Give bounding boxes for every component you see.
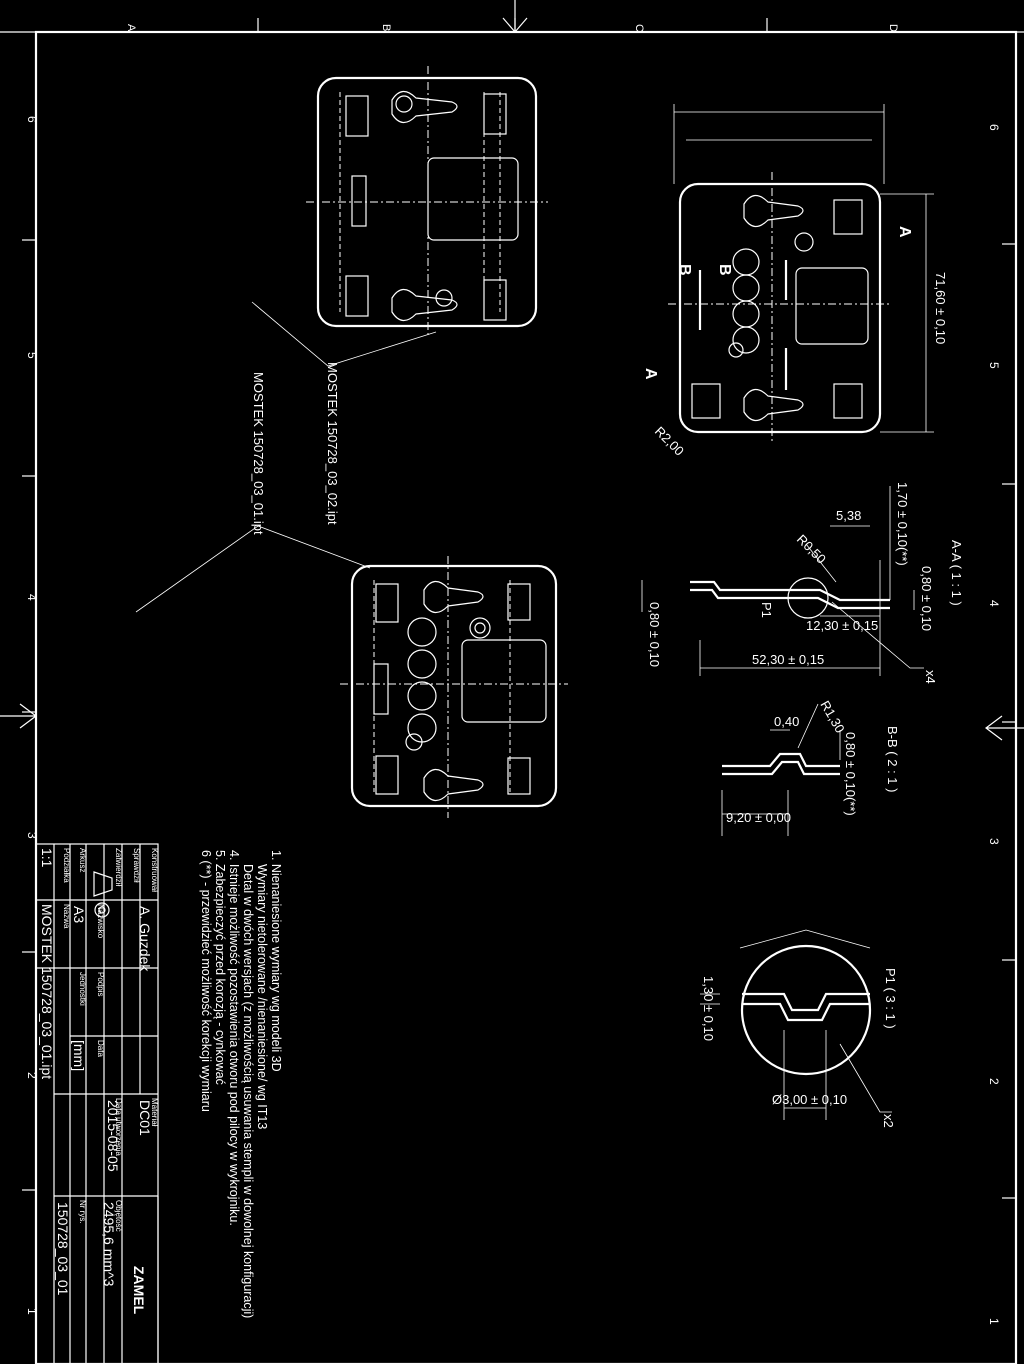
main-dimensioned-view xyxy=(668,104,934,444)
part-view-mostek-02 xyxy=(306,66,548,338)
dim-count-x4: x4 xyxy=(923,670,938,684)
zone-num-right-3: 3 xyxy=(987,838,1001,845)
dim-thickness-side: 0,80 ± 0,10 xyxy=(647,602,662,667)
cut-marker-a-top: A xyxy=(896,226,913,238)
dim-thickness-aa: 0,80 ± 0,10 xyxy=(919,566,934,631)
cut-marker-a-bottom: A xyxy=(642,368,659,380)
title-block xyxy=(35,843,159,1364)
tb-label-material: Materiał xyxy=(150,1098,159,1127)
tb-units: [mm] xyxy=(71,1040,87,1071)
tb-label-data-utworzenia: Data utworzenia xyxy=(114,1098,123,1156)
zone-num-left-3: 3 xyxy=(25,832,39,839)
tb-label-zatwierdzil: Zatwierdził xyxy=(114,848,123,886)
tb-label-podpis: Podpis xyxy=(96,972,105,996)
dim-bb-thickness: 0,80 ± 0,10(**) xyxy=(843,732,858,816)
tb-sheet-size: A3 xyxy=(71,906,87,923)
dim-p1-diameter: Ø3,00 ± 0,10 xyxy=(772,1092,847,1107)
tb-part-name: MOSTEK 150728_03_01.ipt xyxy=(39,904,55,1079)
section-bb-view xyxy=(721,703,841,836)
zone-num-left-1: 1 xyxy=(25,1308,39,1315)
tb-drawing-number: 150728_03_01 xyxy=(55,1202,71,1296)
dim-dist-1230: 12,30 ± 0,15 xyxy=(806,618,878,633)
tb-label-objetosc: Objętość xyxy=(114,1200,123,1232)
dim-small-538: 5,38 xyxy=(836,508,861,523)
center-mark-top xyxy=(502,0,528,33)
tb-label-data: Data xyxy=(96,1040,105,1057)
label-mostek-01: MOSTEK 150728_03_01.ipt xyxy=(251,372,266,535)
tb-label-nr-rys: Nr rys. xyxy=(78,1200,87,1224)
center-mark-right xyxy=(985,715,1024,741)
zone-num-left-6: 6 xyxy=(25,116,39,123)
zone-letter-d: D xyxy=(887,24,899,32)
view-title-section-aa: A-A ( 1 : 1 ) xyxy=(949,540,964,606)
tb-label-nazwisko: Nazwisko xyxy=(96,904,105,939)
note-5: 5. Zabezpieczyć przed korozją - cynkować xyxy=(213,850,227,1085)
note-6: 6 (**) - przewidzieć możliwość korekcji … xyxy=(199,850,213,1112)
part-leaders xyxy=(135,301,437,613)
note-4: 4. Istnieje możliwość pozostawienia otwo… xyxy=(227,850,241,1226)
zone-num-right-1: 1 xyxy=(987,1318,1001,1325)
dim-width: 71,60 ± 0,10 xyxy=(933,272,948,344)
dim-p1-130: 1,30 ± 0,10 xyxy=(701,976,716,1041)
zone-num-right-6: 6 xyxy=(987,124,1001,131)
note-2: Wymiary nietolerowane /nienaniesione/ wg… xyxy=(255,864,269,1129)
section-aa-view xyxy=(641,486,924,676)
cut-marker-b-right: B xyxy=(716,264,733,276)
part-view-mostek-01 xyxy=(340,556,568,818)
zone-num-right-4: 4 xyxy=(987,600,1001,607)
detail-marker-p1: P1 xyxy=(759,602,774,618)
tb-created: 2015-08-05 xyxy=(105,1100,121,1172)
dim-bb-040: 0,40 xyxy=(774,714,799,729)
zone-letter-b: B xyxy=(380,24,392,31)
dim-bb-r130: R1,30 xyxy=(817,698,847,736)
projection-symbol-icon xyxy=(93,871,113,918)
dim-radius-050: R0,50 xyxy=(794,532,829,567)
tb-material: DC01 xyxy=(137,1100,153,1136)
note-3: Detal w dwóch wersjach (z możliwością us… xyxy=(241,864,255,1318)
cut-marker-b-left: B xyxy=(676,264,693,276)
tb-label-sprawdzil: Sprawdził xyxy=(132,848,141,883)
tb-label-podzialka: Podziałka xyxy=(62,848,71,883)
tb-scale: 1:1 xyxy=(39,848,55,868)
dim-dist-5230: 52,30 ± 0,15 xyxy=(752,652,824,667)
zone-num-right-2: 2 xyxy=(987,1078,1001,1085)
dim-count-x2: x2 xyxy=(881,1114,896,1128)
zone-num-left-2: 2 xyxy=(25,1072,39,1079)
view-title-section-bb: B-B ( 2 : 1 ) xyxy=(885,726,900,792)
dim-radius-corner: R2,00 xyxy=(652,424,687,459)
dim-step-aa: 1,70 ± 0,10(**) xyxy=(895,482,910,566)
zone-num-left-5: 5 xyxy=(25,352,39,359)
tb-company-logo: ZAMEL xyxy=(131,1266,147,1315)
note-1: 1. Nienaniesione wymiary wg modeli 3D xyxy=(269,850,283,1072)
zone-num-right-5: 5 xyxy=(987,362,1001,369)
zone-num-left-4: 4 xyxy=(25,594,39,601)
tb-label-arkusz: Arkusz xyxy=(78,848,87,872)
tb-label-konstruowal: Konstruował xyxy=(150,848,159,892)
label-mostek-02: MOSTEK 150728_03_02.ipt xyxy=(325,362,340,525)
zone-letter-c: C xyxy=(633,24,645,32)
view-title-detail-p1: P1 ( 3 : 1 ) xyxy=(883,968,898,1029)
dim-bb-920: 9,20 ± 0,00 xyxy=(726,810,791,825)
center-mark-left xyxy=(0,703,37,729)
tb-label-nazwa: Nazwa xyxy=(62,904,71,929)
notes-block: 1. Nienaniesione wymiary wg modeli 3D Wy… xyxy=(199,850,283,1318)
detail-p1-view xyxy=(700,929,892,1120)
tb-volume: 2495,6 mm^3 xyxy=(101,1202,117,1287)
tb-author: A. Guzdek xyxy=(137,906,153,972)
zone-letter-a: A xyxy=(125,24,137,32)
tb-label-jednostki: Jednostki xyxy=(78,972,87,1006)
